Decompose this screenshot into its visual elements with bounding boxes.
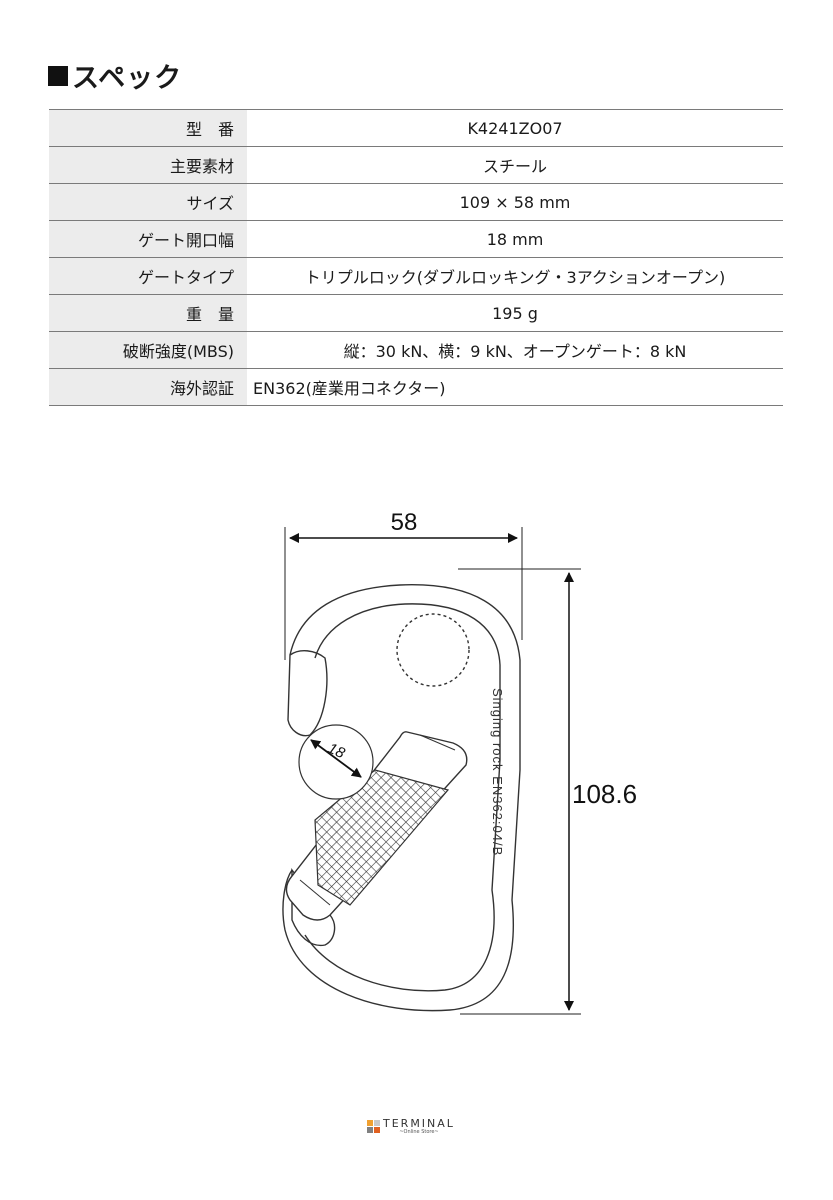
spec-value: K4241ZO07 bbox=[467, 118, 563, 138]
spec-table: 型 番 K4241ZO07 主要素材 スチール サイズ 109 × 58 mm … bbox=[49, 109, 783, 406]
width-dimension: 58 bbox=[284, 509, 523, 660]
gate-label: 18 bbox=[325, 740, 348, 763]
gate-opening-indicator: 18 bbox=[298, 724, 374, 800]
width-label: 58 bbox=[391, 509, 418, 536]
spec-label: 主要素材 bbox=[49, 146, 247, 184]
spec-label: 型 番 bbox=[49, 109, 247, 147]
brand-sub: ~Online Store~ bbox=[399, 1129, 439, 1135]
spec-value: 縦：30 kN、横：9 kN、オープンゲート：8 kN bbox=[343, 342, 687, 361]
spec-label: 破断強度(MBS) bbox=[49, 331, 247, 369]
section-heading: スペック bbox=[48, 56, 182, 95]
carabiner-diagram: 58 108.6 18 Singing rock EN362:04/B bbox=[282, 509, 637, 1015]
table-row: 主要素材 スチール bbox=[49, 146, 783, 184]
footer-logo: TERMINAL ~Online Store~ bbox=[367, 1118, 455, 1135]
spec-value: トリプルロック(ダブルロッキング・3アクションオープン) bbox=[304, 268, 726, 287]
heading-text: スペック bbox=[72, 63, 183, 94]
table-row: サイズ 109 × 58 mm bbox=[49, 183, 783, 221]
brand-name: TERMINAL bbox=[383, 1117, 455, 1130]
carabiner-body bbox=[282, 584, 521, 1012]
spec-label: 重 量 bbox=[49, 294, 247, 332]
spec-value: 109 × 58 mm bbox=[459, 192, 571, 212]
height-label: 108.6 bbox=[572, 779, 637, 809]
table-row: ゲートタイプ トリプルロック(ダブルロッキング・3アクションオープン) bbox=[49, 257, 783, 295]
table-row: 重 量 195 g bbox=[49, 294, 783, 332]
spec-value: EN362(産業用コネクター) bbox=[253, 379, 446, 398]
spec-value: 18 mm bbox=[486, 229, 544, 249]
height-dimension: 108.6 bbox=[458, 568, 637, 1015]
heading-square-icon bbox=[48, 65, 68, 86]
table-row: 海外認証 EN362(産業用コネクター) bbox=[49, 368, 783, 406]
engraving-text: Singing rock EN362:04/B bbox=[490, 688, 505, 856]
spec-label: 海外認証 bbox=[49, 368, 247, 406]
spec-label: サイズ bbox=[49, 183, 247, 221]
table-row: 型 番 K4241ZO07 bbox=[49, 109, 783, 147]
gate-sleeve bbox=[285, 731, 468, 921]
spec-label: ゲート開口幅 bbox=[49, 220, 247, 258]
table-row: ゲート開口幅 18 mm bbox=[49, 220, 783, 258]
spec-value: スチール bbox=[482, 157, 547, 176]
logo-mark-icon bbox=[367, 1120, 380, 1133]
spec-label: ゲートタイプ bbox=[49, 257, 247, 295]
spec-value: 195 g bbox=[492, 303, 538, 323]
table-row: 破断強度(MBS) 縦：30 kN、横：9 kN、オープンゲート：8 kN bbox=[49, 331, 783, 369]
